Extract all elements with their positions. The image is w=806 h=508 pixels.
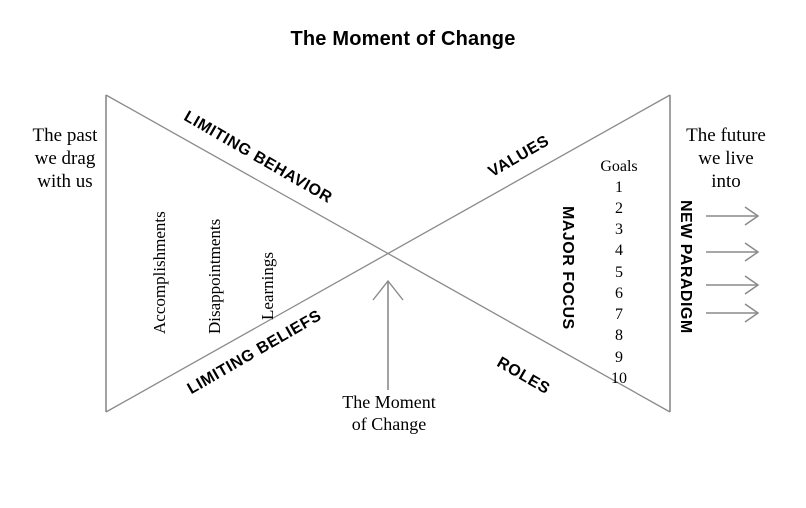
label-new-paradigm: NEW PARADIGM <box>677 200 694 334</box>
label-disappointments: Disappointments <box>205 218 224 334</box>
new-paradigm-arrow-4 <box>706 303 760 323</box>
moment-caption-line-1: The Moment <box>342 392 436 412</box>
goals-list: Goals 1 2 3 4 5 6 7 8 9 10 <box>586 157 652 389</box>
goal-item: 10 <box>611 369 627 387</box>
goal-item: 6 <box>615 284 623 302</box>
new-paradigm-arrow-1 <box>706 206 760 226</box>
future-caption-line-1: The future <box>686 125 766 146</box>
new-paradigm-arrow-2 <box>706 242 760 262</box>
goals-heading: Goals <box>600 158 638 175</box>
goal-item: 7 <box>615 306 623 324</box>
goal-item: 9 <box>615 348 623 366</box>
future-caption-line-3: into <box>711 171 741 193</box>
goal-item: 1 <box>615 178 623 196</box>
future-caption-line-2: we live <box>698 148 754 170</box>
past-caption-line-1: The past <box>32 125 98 146</box>
new-paradigm-arrow-3 <box>706 275 760 295</box>
moment-caption-line-2: of Change <box>351 413 427 434</box>
future-caption: The future we live into <box>672 124 780 194</box>
moment-of-change-caption: The Moment of Change <box>318 392 460 436</box>
goal-item: 5 <box>615 263 623 281</box>
goal-item: 3 <box>615 221 623 239</box>
past-caption: The past we drag with us <box>26 124 104 194</box>
goal-item: 4 <box>615 242 623 260</box>
past-caption-line-3: with us <box>37 171 93 193</box>
ascending-diagonal-line <box>105 94 671 413</box>
label-accomplishments: Accomplishments <box>150 211 169 334</box>
page-title: The Moment of Change <box>290 28 516 50</box>
label-major-focus: MAJOR FOCUS <box>559 206 576 330</box>
label-learnings: Learnings <box>258 252 277 320</box>
goal-item: 2 <box>615 199 623 217</box>
goal-item: 8 <box>615 327 623 345</box>
moment-of-change-arrow <box>372 279 404 390</box>
past-caption-line-2: we drag <box>34 148 96 170</box>
